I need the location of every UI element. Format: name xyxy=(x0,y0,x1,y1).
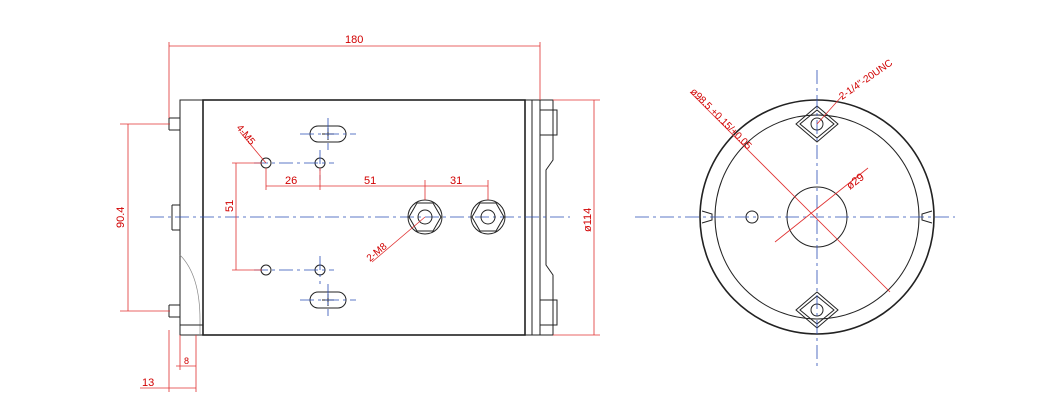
screw-bottom xyxy=(300,284,356,316)
dim-26: 26 xyxy=(285,175,297,187)
dim-51-vertical: 51 xyxy=(224,200,236,212)
end-view: ø98.5 +0.15/+0.05 2-1/4"-20UNC ø29 xyxy=(635,58,955,370)
dim-13: 13 xyxy=(142,377,154,389)
label-4-m5: 4-M5 xyxy=(234,123,257,148)
dim-31: 31 xyxy=(450,175,462,187)
side-view: 180 90.4 51 26 51 31 ø114 xyxy=(115,34,600,392)
dim-51-horizontal: 51 xyxy=(364,175,376,187)
dim-90-4: 90.4 xyxy=(115,207,127,228)
dim-98-5: ø98.5 +0.15/+0.05 xyxy=(688,86,754,152)
label-unc: 2-1/4"-20UNC xyxy=(837,58,894,103)
dim-8: 8 xyxy=(184,356,189,366)
screw-top xyxy=(300,118,356,150)
dim-114: ø114 xyxy=(582,208,594,232)
dim-180: 180 xyxy=(345,34,363,46)
dim-29: ø29 xyxy=(844,171,866,192)
label-2-m8: 2-M8 xyxy=(365,241,390,264)
left-flange xyxy=(179,99,204,336)
